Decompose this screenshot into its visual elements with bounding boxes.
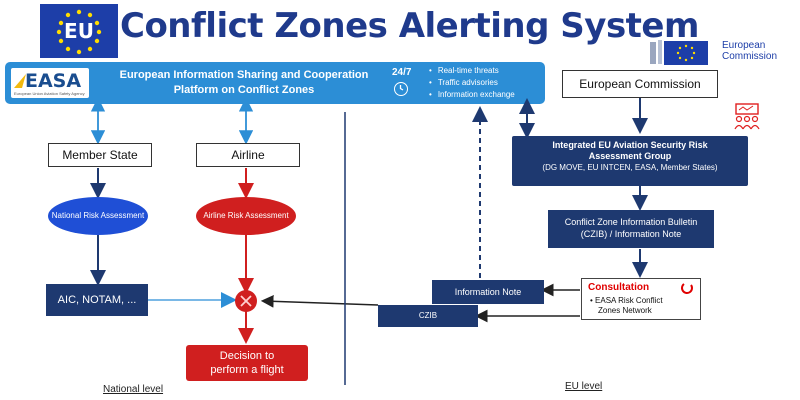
member-state-box: Member State — [48, 143, 152, 167]
consultation-body: • EASA Risk Conflict Zones Network — [590, 296, 663, 315]
merge-node — [235, 290, 257, 312]
easa-logo-subtext: European Union Aviation Safety Agency — [14, 91, 85, 96]
czib-bulletin-box: Conflict Zone Information Bulletin (CZIB… — [548, 210, 714, 248]
european-commission-box: European Commission — [562, 70, 718, 98]
banner-title-line2: Platform on Conflict Zones — [173, 84, 315, 96]
refresh-cycle-icon — [681, 283, 693, 294]
banner-title-line1: European Information Sharing and Coopera… — [119, 69, 369, 81]
information-note-box: Information Note — [432, 280, 544, 304]
airline-box: Airline — [196, 143, 300, 167]
national-level-label: National level — [103, 384, 164, 395]
easa-wing-icon — [14, 74, 26, 88]
czib-line2: (CZIB) / Information Note — [580, 229, 682, 239]
group-line3: (DG MOVE, EU INTCEN, EASA, Member States… — [542, 163, 718, 172]
eu-stars-icon — [56, 9, 102, 55]
national-risk-assessment: National Risk Assessment — [48, 197, 148, 235]
czib-line1: Conflict Zone Information Bulletin — [564, 217, 698, 227]
banner-title: European Information Sharing and Coopera… — [100, 68, 388, 98]
consult-line1: EASA Risk Conflict — [595, 296, 663, 305]
easa-logo: EASA European Union Aviation Safety Agen… — [11, 68, 89, 98]
page-title: Conflict Zones Alerting System — [120, 6, 699, 46]
decision-line1: Decision to — [219, 350, 275, 362]
meeting-people-icon — [733, 103, 761, 133]
integrated-risk-group-box: Integrated EU Aviation Security Risk Ass… — [512, 136, 748, 186]
clock-icon — [394, 82, 408, 96]
czib-box: CZIB — [378, 305, 478, 327]
merge-cross-icon — [240, 295, 252, 307]
banner-bullet: Traffic advisories — [429, 77, 515, 89]
airline-risk-assessment: Airline Risk Assessment — [196, 197, 296, 235]
easa-logo-text: EASA — [25, 70, 82, 92]
eu-flag-text: EU — [64, 19, 94, 43]
ec-logo-text: European Commission — [722, 40, 777, 62]
banner-bullet: Real-time threats — [429, 65, 515, 77]
consult-line2: Zones Network — [598, 306, 652, 315]
banner-bullet-list: Real-time threats Traffic advisories Inf… — [429, 65, 515, 101]
consultation-title: Consultation — [588, 282, 650, 293]
european-commission-logo: European Commission — [648, 38, 788, 68]
consultation-box: Consultation • EASA Risk Conflict Zones … — [581, 278, 701, 320]
decision-box: Decision to perform a flight — [186, 345, 308, 381]
eu-flag-logo: EU — [40, 4, 118, 58]
group-line1: Integrated EU Aviation Security Risk — [552, 140, 708, 150]
aic-notam-box: AIC, NOTAM, ... — [46, 284, 148, 316]
ec-logo-line2: Commission — [722, 51, 778, 62]
eu-level-label: EU level — [565, 381, 603, 392]
easa-platform-banner: EASA European Union Aviation Safety Agen… — [5, 62, 545, 104]
connector-czib-merge — [260, 294, 379, 308]
availability-badge: 24/7 — [392, 67, 412, 78]
decision-line2: perform a flight — [210, 364, 284, 376]
group-line2: Assessment Group — [588, 151, 672, 161]
banner-bullet: Information exchange — [429, 89, 515, 101]
ec-building-icon — [650, 40, 708, 65]
ec-logo-line1: European — [722, 40, 766, 51]
